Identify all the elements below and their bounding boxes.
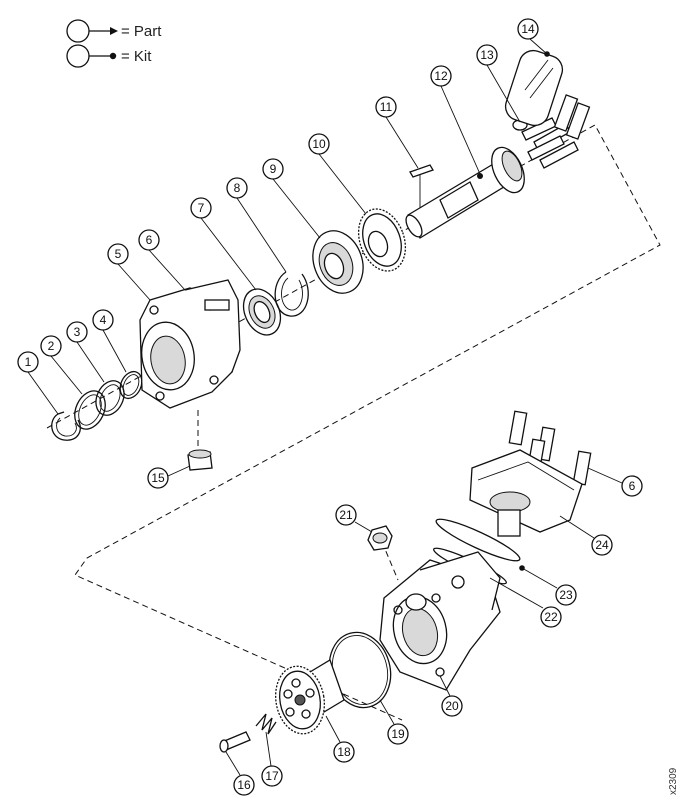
legend-part-symbol (66, 19, 118, 43)
svg-text:5: 5 (115, 247, 122, 261)
callout-20: 20 (439, 675, 463, 717)
svg-text:21: 21 (339, 508, 353, 522)
callout-15: 15 (147, 465, 191, 489)
svg-text:2: 2 (48, 339, 55, 353)
callout-7: 7 (190, 197, 257, 291)
cap-screws (508, 410, 592, 486)
svg-text:23: 23 (559, 588, 573, 602)
callout-19: 19 (379, 699, 409, 745)
svg-text:20: 20 (445, 699, 459, 713)
screw-set (512, 94, 591, 169)
assembly-dashed-outline (46, 124, 661, 721)
callout-9: 9 (262, 158, 321, 239)
legend-part-label: = Part (121, 23, 162, 40)
callout-13: 13 (476, 44, 521, 123)
svg-text:19: 19 (391, 727, 405, 741)
ball-bearing (312, 230, 364, 294)
svg-text:15: 15 (151, 471, 165, 485)
spring (255, 713, 277, 735)
roller-bearing (242, 288, 282, 336)
pump-body (379, 551, 501, 691)
callout-5: 5 (107, 243, 151, 301)
callout-21: 21 (335, 504, 373, 533)
callout-16: 16 (225, 751, 255, 796)
callout-1: 1 (17, 351, 59, 415)
hex-plug (367, 525, 393, 551)
front-housing (139, 279, 241, 409)
svg-text:9: 9 (270, 162, 277, 176)
callout-17: 17 (261, 731, 283, 787)
callout-18: 18 (325, 715, 355, 763)
snap-ring (274, 271, 309, 317)
svg-text:14: 14 (521, 22, 535, 36)
output-shaft (405, 146, 525, 239)
svg-text:7: 7 (198, 201, 205, 215)
svg-text:17: 17 (265, 769, 279, 783)
retaining-ring (51, 411, 81, 441)
svg-text:1: 1 (25, 355, 32, 369)
seal-rings (74, 370, 143, 430)
callout-6-lower: 6 (587, 467, 643, 497)
svg-text:16: 16 (237, 778, 251, 792)
svg-text:18: 18 (337, 745, 351, 759)
legend-kit-symbol (66, 44, 117, 68)
drawing-code: x2309 (668, 767, 679, 795)
svg-text:6: 6 (629, 479, 636, 493)
svg-text:6: 6 (146, 233, 153, 247)
callout-10: 10 (308, 133, 367, 215)
svg-text:10: 10 (312, 137, 326, 151)
svg-text:8: 8 (234, 181, 241, 195)
gear-set (274, 659, 345, 735)
svg-text:3: 3 (74, 325, 81, 339)
legend: = Part = Kit (66, 19, 162, 68)
callout-24: 24 (559, 515, 613, 556)
drain-plug (187, 449, 213, 471)
callout-14: 14 (517, 18, 548, 55)
valve-block (469, 449, 583, 537)
svg-text:13: 13 (480, 48, 494, 62)
svg-text:11: 11 (380, 100, 393, 114)
shaft-key (409, 164, 434, 210)
legend-kit-label: = Kit (121, 48, 152, 65)
callout-12: 12 (430, 65, 481, 175)
valve-pin (219, 731, 251, 753)
callout-8: 8 (226, 177, 287, 273)
svg-text:12: 12 (434, 69, 448, 83)
callout-6-upper: 6 (138, 229, 186, 291)
callout-2: 2 (40, 335, 83, 395)
callout-22: 22 (489, 577, 562, 628)
gear-washer (357, 208, 407, 272)
callout-11: 11 (375, 96, 419, 169)
callout-23: 23 (521, 567, 577, 606)
svg-text:24: 24 (595, 538, 609, 552)
svg-text:4: 4 (100, 313, 107, 327)
callout-3: 3 (66, 321, 105, 383)
callout-4: 4 (92, 309, 127, 373)
svg-text:22: 22 (544, 610, 558, 624)
screw-kit (504, 49, 564, 127)
